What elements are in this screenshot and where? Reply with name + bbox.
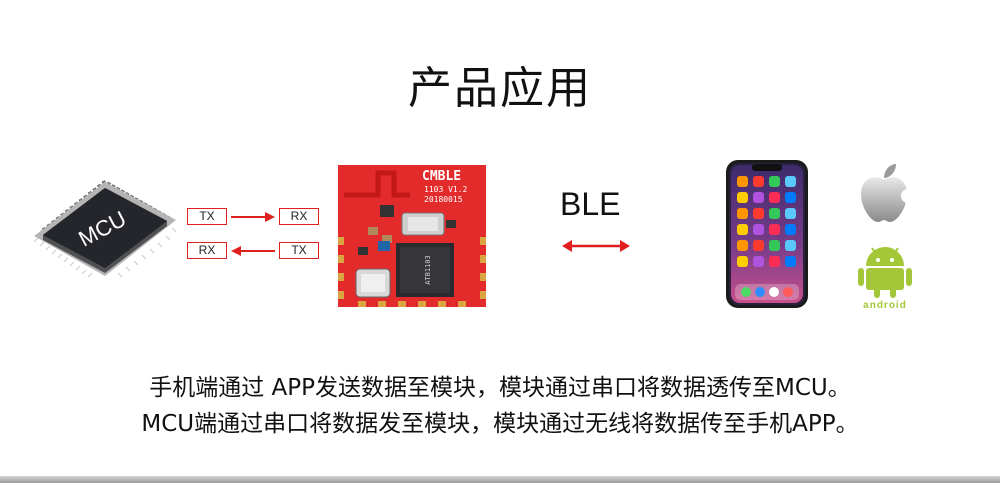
ble-link-label: BLE — [560, 186, 621, 222]
module-name: CMBLE — [422, 169, 461, 184]
module-version: 1103 V1.2 — [424, 185, 468, 194]
tx-out-box-right: TX — [279, 242, 319, 259]
ble-module-image: CMBLE 1103 V1.2 20180015 ATB1103 — [338, 165, 486, 307]
smartphone-image — [726, 160, 808, 308]
page-title: 产品应用 — [408, 63, 592, 114]
android-logo-text: android — [863, 300, 907, 310]
rx-in-box: RX — [279, 208, 319, 225]
tx-out-box: TX — [187, 208, 227, 225]
mcu-chip-image: MCU — [33, 180, 177, 278]
android-logo-icon: android — [858, 247, 912, 310]
bidirectional-arrow-icon — [562, 240, 630, 252]
module-chip-text: ATB1103 — [424, 255, 432, 285]
description-line-1: 手机端通过 APP发送数据至模块，模块通过串口将数据透传至MCU。 — [149, 375, 851, 401]
description-line-2: MCU端通过串口将数据发至模块，模块通过无线将数据传至手机APP。 — [141, 411, 859, 437]
apple-logo-icon — [861, 164, 911, 222]
arrow-left-icon — [231, 246, 275, 256]
module-date: 20180015 — [424, 195, 463, 204]
rx-in-box-left: RX — [187, 242, 227, 259]
arrow-right-icon — [231, 212, 275, 222]
bottom-divider — [0, 476, 1000, 483]
